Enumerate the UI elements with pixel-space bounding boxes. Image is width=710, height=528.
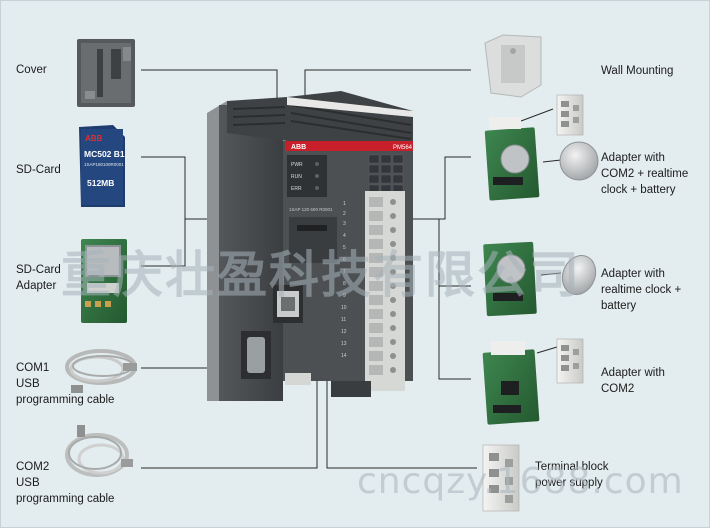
sd-card-brand: ABB — [85, 134, 103, 143]
svg-text:12: 12 — [341, 329, 347, 335]
label-cover: Cover — [16, 64, 47, 76]
line-terminal-block — [326, 381, 477, 469]
sd-card-capacity: 512MB — [87, 178, 114, 188]
label-sd-card: SD-Card — [16, 164, 61, 176]
top-terminal-plug-image — [556, 94, 584, 136]
sd-card-serial: 1SAP180100R0001 — [84, 162, 124, 167]
svg-text:14: 14 — [341, 353, 347, 359]
plc-part-number: 1SAP 120 600 R0001 — [289, 207, 333, 212]
terminal-block-power-image — [482, 444, 520, 512]
label-sd-card-adapter: SD-Card Adapter — [16, 264, 61, 292]
sd-card-adapter-image — [81, 239, 127, 323]
abb-brand-band — [285, 141, 413, 151]
svg-text:6: 6 — [343, 257, 346, 263]
svg-text:10: 10 — [341, 305, 347, 311]
adapter-rtc-image — [483, 241, 597, 317]
plc-model: PM564 — [393, 145, 413, 151]
com1-cable-image — [65, 349, 137, 393]
svg-text:2: 2 — [343, 211, 346, 217]
wall-mounting-image — [484, 34, 542, 98]
label-terminal-block: Terminal block power supply — [535, 461, 609, 489]
connector-lines — [141, 69, 562, 469]
plc-brand: ABB — [291, 144, 306, 151]
svg-text:11: 11 — [341, 317, 346, 323]
watermark-company-cn: 重庆壮盈科技有限公司 — [61, 245, 581, 304]
svg-text:7: 7 — [343, 269, 346, 275]
line-wall-mounting — [304, 69, 471, 97]
adapter-com2-image — [482, 341, 540, 425]
plc-unit-image: ABB PM564 PWR RUN ERR 1SAP 120 600 R0001 — [207, 91, 413, 401]
adapter-com2-rtc-image — [484, 117, 599, 201]
line-sd-adapter — [141, 219, 186, 267]
svg-text:4: 4 — [343, 233, 346, 239]
svg-text:3: 3 — [343, 221, 346, 227]
middle-terminal-plug-image — [556, 338, 584, 384]
label-com2-cable: COM2 USB programming cable — [16, 461, 115, 505]
label-adapter-com2-rtc: Adapter with COM2 + realtime clock + bat… — [601, 152, 689, 196]
svg-text:1: 1 — [343, 201, 346, 207]
svg-text:9: 9 — [343, 293, 346, 299]
battery-coin-1 — [559, 141, 599, 181]
svg-text:5: 5 — [343, 245, 346, 251]
com2-cable-image — [65, 425, 133, 477]
watermark-url: cncqzy.1688.com — [357, 461, 684, 502]
cover-image — [77, 39, 135, 107]
label-adapter-com2: Adapter with COM2 — [601, 367, 665, 395]
label-wall-mounting: Wall Mounting — [601, 65, 674, 77]
led-label-run: RUN — [291, 174, 302, 180]
led-label-pwr: PWR — [291, 162, 303, 168]
line-com2 — [141, 381, 318, 469]
line-adapter-com2 — [438, 219, 471, 380]
label-adapter-rtc: Adapter with realtime clock + battery — [601, 268, 682, 312]
svg-text:13: 13 — [341, 341, 347, 347]
led-label-err: ERR — [291, 186, 302, 192]
battery-coin-2 — [561, 255, 597, 295]
label-com1-cable: COM1 USB programming cable — [16, 362, 115, 406]
sd-card-model: MC502 B1 — [84, 149, 125, 159]
svg-text:8: 8 — [343, 281, 346, 287]
sd-card-image: ABB MC502 B1 1SAP180100R0001 512MB — [79, 125, 125, 207]
